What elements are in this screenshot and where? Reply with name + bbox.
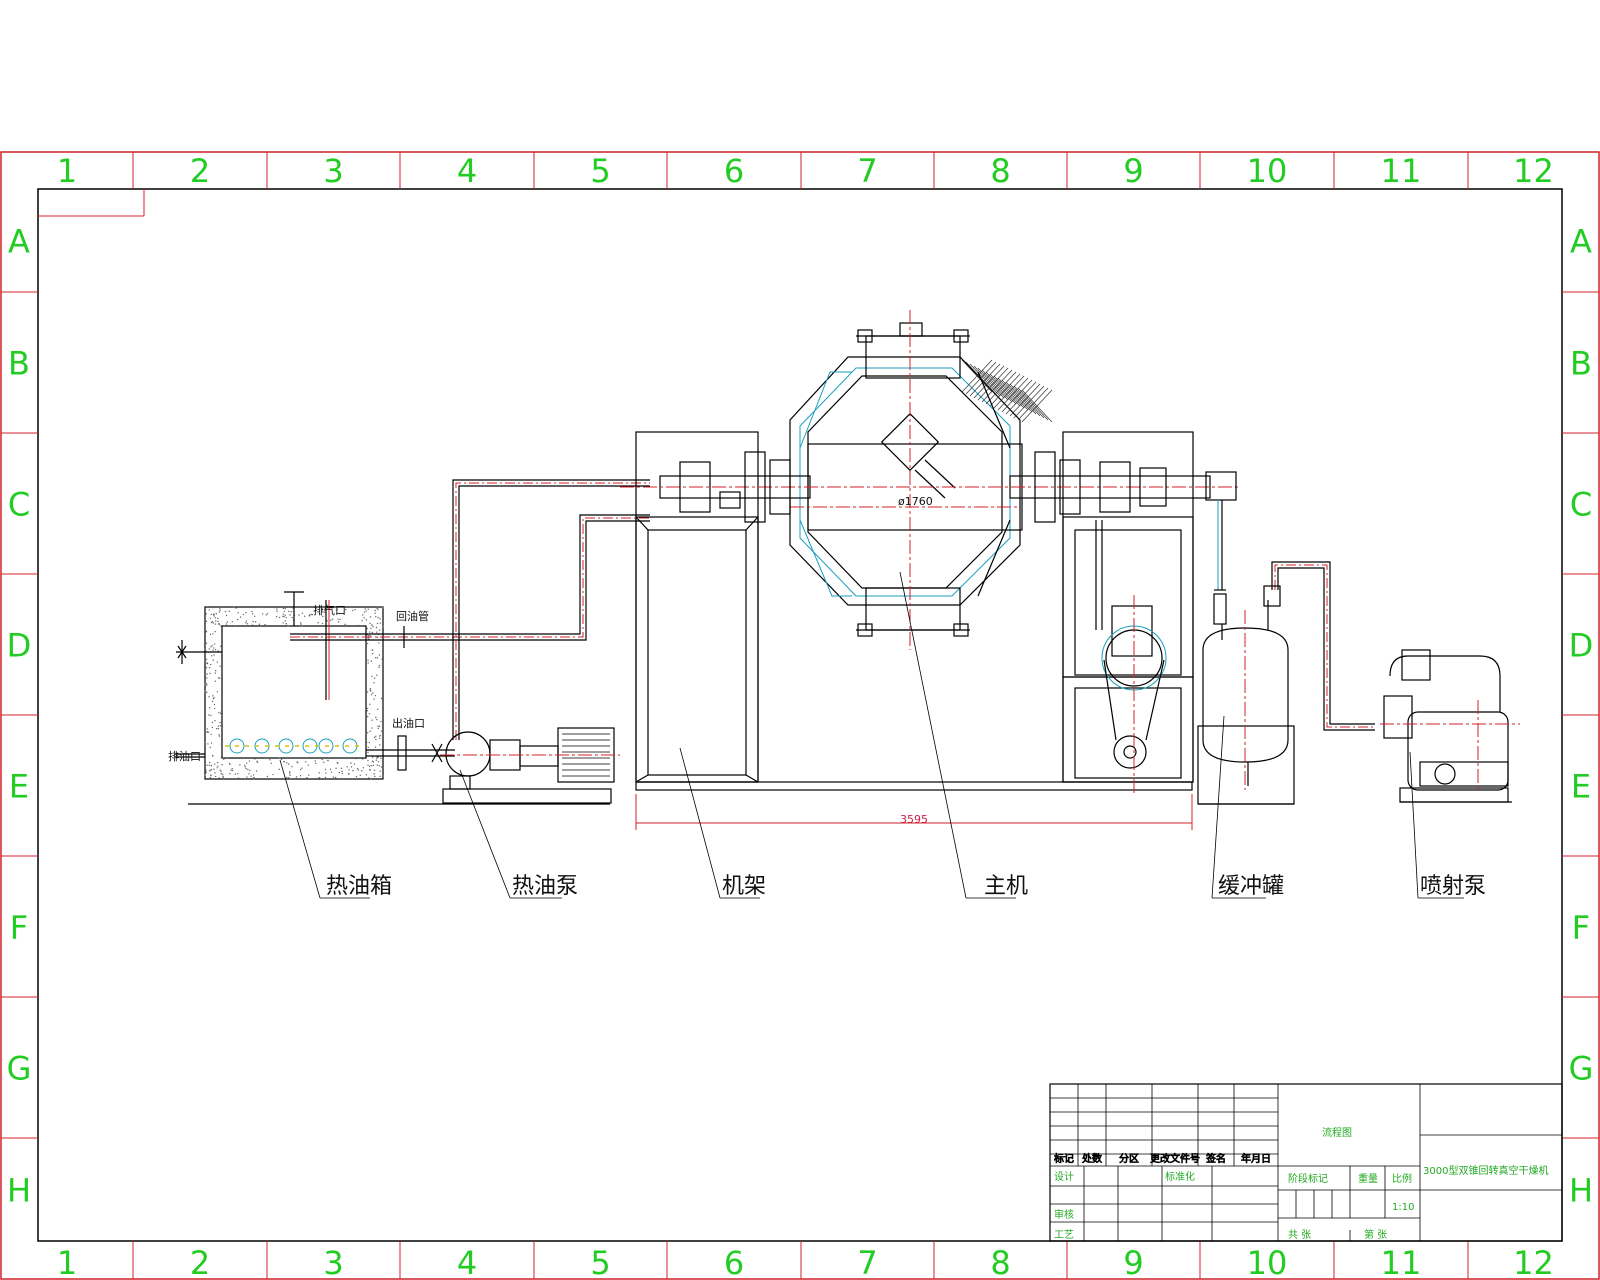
heater-tubes-icon <box>225 738 362 754</box>
zone-row-H: H <box>7 1172 31 1210</box>
oil-outlet-line <box>366 735 455 771</box>
frame-right <box>1062 431 1194 796</box>
zone-row-A: A <box>1570 223 1592 261</box>
zone-col-5: 5 <box>590 152 610 190</box>
leaders <box>279 571 1464 899</box>
zone-col-1: 1 <box>57 1244 77 1280</box>
tb-stage-mark: 阶段标记 <box>1288 1172 1328 1185</box>
svg-text:排油口: 排油口 <box>168 749 201 763</box>
label-frame: 机架 <box>722 874 766 899</box>
hot-oil-tank: 排油口 排气口 <box>168 591 384 780</box>
frame-left <box>635 431 759 783</box>
zone-col-7: 7 <box>857 1244 877 1280</box>
zone-col-2: 2 <box>190 1244 210 1280</box>
zone-col-5: 5 <box>590 1244 610 1280</box>
zone-row-F: F <box>10 909 28 947</box>
tb-process: 工艺 <box>1054 1229 1074 1241</box>
rev-header: 更改文件号 <box>1150 1152 1200 1165</box>
main-machine: ø1760 <box>620 310 1240 650</box>
zone-row-G: G <box>1569 1050 1594 1088</box>
zone-col-8: 8 <box>990 1244 1010 1280</box>
zone-col-4: 4 <box>457 152 477 190</box>
rev-header: 签名 <box>1206 1152 1226 1165</box>
zone-row-G: G <box>7 1050 32 1088</box>
zone-col-2: 2 <box>190 152 210 190</box>
jet-pump <box>1380 649 1520 803</box>
rev-header: 标记 <box>1054 1153 1074 1165</box>
zone-row-B: B <box>8 345 30 383</box>
zone-col-11: 11 <box>1381 152 1422 190</box>
title-block: 标记处数 分区更改文件号签名 年月日 流程图 3000型双锥回转真空干燥机 阶段标记… <box>1049 1083 1563 1242</box>
vacuum-line <box>1213 500 1227 625</box>
zone-row-D: D <box>1569 627 1594 665</box>
tb-sheets-total: 共 张 <box>1288 1229 1311 1241</box>
zone-row-C: C <box>1570 486 1592 524</box>
buffer-tank <box>1197 561 1375 805</box>
zone-row-C: C <box>8 486 30 524</box>
rev-header: 处数 <box>1082 1152 1102 1165</box>
zone-col-6: 6 <box>724 1244 744 1280</box>
zone-col-4: 4 <box>457 1244 477 1280</box>
label-jet-pump: 喷射泵 <box>1420 874 1486 899</box>
tb-approve: 审核 <box>1054 1208 1074 1221</box>
label-hot-oil-tank: 热油箱 <box>326 874 392 899</box>
zone-col-3: 3 <box>323 1244 343 1280</box>
tb-scale-label: 比例 <box>1392 1172 1412 1185</box>
zone-col-7: 7 <box>857 152 877 190</box>
zone-col-3: 3 <box>323 152 343 190</box>
zone-col-9: 9 <box>1123 1244 1143 1280</box>
sheet-border <box>0 151 1600 1280</box>
tb-std: 标准化 <box>1165 1170 1195 1183</box>
zone-col-12: 12 <box>1513 1244 1554 1280</box>
zone-col-10: 10 <box>1247 152 1288 190</box>
zone-col-6: 6 <box>724 152 744 190</box>
zone-row-H: H <box>1569 1172 1593 1210</box>
svg-text:排气口: 排气口 <box>313 603 346 617</box>
zone-row-D: D <box>7 627 32 665</box>
base-rail: 3595 <box>635 781 1193 830</box>
zone-row-F: F <box>1572 909 1590 947</box>
zone-row-E: E <box>9 768 29 806</box>
zone-row-A: A <box>8 223 30 261</box>
tb-sheet-no: 第 张 <box>1364 1228 1387 1241</box>
label-return-oil-pipe: 回油管 <box>396 609 429 623</box>
hot-oil-pump <box>440 727 620 804</box>
tb-drawing-type: 流程图 <box>1322 1126 1352 1139</box>
tb-scale-value: 1:10 <box>1392 1202 1414 1213</box>
tb-weight: 重量 <box>1358 1172 1378 1185</box>
label-oil-outlet: 出油口 <box>392 716 425 730</box>
zone-col-12: 12 <box>1513 152 1554 190</box>
zone-col-10: 10 <box>1247 1244 1288 1280</box>
tb-design: 设计 <box>1054 1170 1074 1183</box>
rev-header: 分区 <box>1119 1153 1139 1165</box>
rev-header: 年月日 <box>1241 1152 1271 1165</box>
diameter-dimension: ø1760 <box>898 495 933 508</box>
zone-col-8: 8 <box>990 152 1010 190</box>
label-hot-oil-pump: 热油泵 <box>512 874 578 899</box>
zone-col-11: 11 <box>1381 1244 1422 1280</box>
zone-col-1: 1 <box>57 152 77 190</box>
label-buffer-tank: 缓冲罐 <box>1218 874 1284 899</box>
tb-product-name: 3000型双锥回转真空干燥机 <box>1423 1164 1548 1177</box>
zone-row-E: E <box>1571 768 1591 806</box>
zone-row-B: B <box>1570 345 1592 383</box>
length-dimension: 3595 <box>900 813 928 826</box>
zone-col-9: 9 <box>1123 152 1143 190</box>
return-oil-pipe <box>290 514 650 648</box>
supply-pipe <box>452 479 650 740</box>
label-main-machine: 主机 <box>984 874 1028 899</box>
